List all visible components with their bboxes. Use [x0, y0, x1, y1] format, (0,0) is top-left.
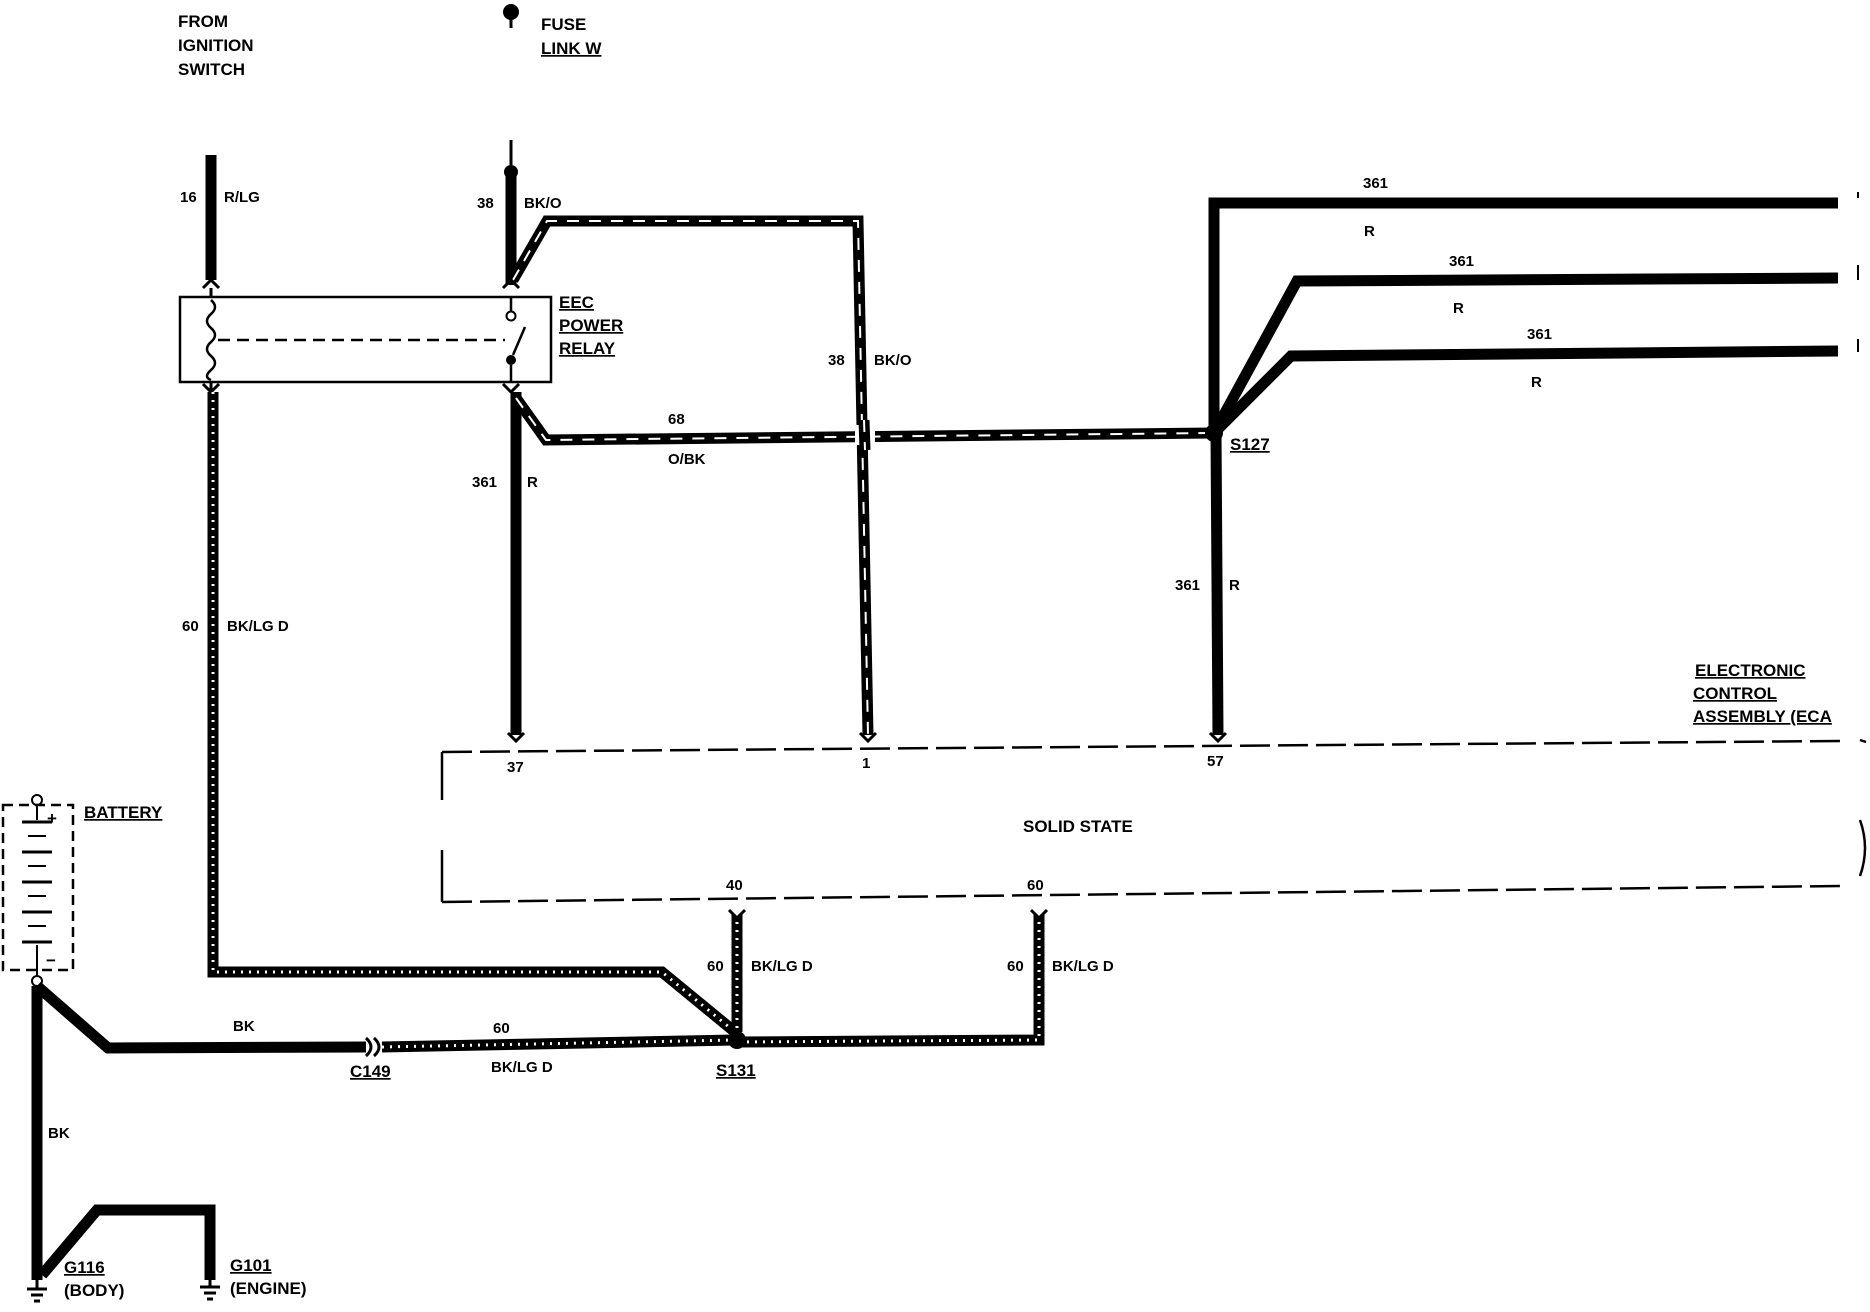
pin-60-label: 60: [1027, 877, 1044, 894]
wire-361-out1-circuit-label: 361: [1363, 175, 1388, 192]
battery-plus-sign: +: [47, 809, 57, 828]
battery-minus-sign: −: [46, 951, 56, 970]
wire-60-bklgd-pin60: [736, 908, 1049, 1048]
svg-text:FUSE: FUSE: [541, 15, 586, 34]
eca-label: ELECTRONIC CONTROL ASSEMBLY (ECA: [1693, 661, 1832, 726]
relay-coil: [201, 277, 221, 395]
splice-s131: [728, 1031, 746, 1049]
wire-60-pin60-circuit-label: 60: [1007, 958, 1024, 975]
svg-text:FROM: FROM: [178, 12, 228, 31]
pin-57-label: 57: [1207, 753, 1224, 770]
wire-361-out2-circuit-label: 361: [1449, 253, 1474, 270]
wire-bk-battery-label: BK: [233, 1018, 255, 1035]
wire-361-pin37-circuit-label: 361: [472, 474, 497, 491]
wire-38-bko-pin1: [508, 215, 874, 736]
wire-60-bklgd-pin40: [727, 908, 747, 1032]
wire-361-r-pin57: [1210, 432, 1224, 736]
svg-text:IGNITION: IGNITION: [178, 36, 254, 55]
wire-361-out3-circuit-label: 361: [1527, 326, 1552, 343]
wire-361-out1-color-label: R: [1364, 223, 1375, 240]
wire-60-pin60-color-label: BK/LG D: [1052, 958, 1114, 975]
splice-s131-label: S131: [716, 1061, 756, 1080]
solid-state-label: SOLID STATE: [1023, 817, 1133, 836]
pin-arrows-top: [506, 731, 1228, 744]
battery-symbol: [1, 794, 75, 987]
svg-text:LINK W: LINK W: [541, 39, 602, 58]
wire-60-c149-color-label: BK/LG D: [491, 1059, 553, 1076]
eca-outline: [440, 738, 1867, 904]
svg-text:SWITCH: SWITCH: [178, 60, 245, 79]
wire-361-r-out3: [1210, 345, 1839, 437]
svg-text:ELECTRONIC: ELECTRONIC: [1695, 661, 1806, 680]
wire-60-relay-color-label: BK/LG D: [227, 618, 289, 635]
wire-38-fuse-circuit-label: 38: [477, 195, 494, 212]
eec-power-relay-label: EEC POWER RELAY: [559, 293, 623, 358]
wire-38-pin1-circuit-label: 38: [828, 352, 845, 369]
ground-g116-label: G116: [64, 1258, 105, 1277]
wire-38-pin1-color-label: BK/O: [874, 352, 912, 369]
svg-text:RELAY: RELAY: [559, 339, 616, 358]
wire-60-bklgd-relay: [207, 392, 739, 1037]
svg-text:CONTROL: CONTROL: [1693, 684, 1777, 703]
battery-label: BATTERY: [84, 803, 163, 822]
wire-16-color-label: R/LG: [224, 189, 260, 206]
wire-68-color-label: O/BK: [668, 451, 706, 468]
wire-38-crossover: [858, 419, 871, 451]
wire-60-pin40-color-label: BK/LG D: [751, 958, 813, 975]
connector-c149-label: C149: [350, 1062, 391, 1081]
svg-text:EEC: EEC: [559, 293, 594, 312]
ground-g101-icon: [200, 1280, 220, 1301]
wire-361-pin37-color-label: R: [527, 474, 538, 491]
wire-68-circuit-label: 68: [668, 411, 685, 428]
ground-g116-icon: [27, 1280, 47, 1303]
wire-361-pin57-circuit-label: 361: [1175, 577, 1200, 594]
svg-text:ASSEMBLY (ECA: ASSEMBLY (ECA: [1693, 707, 1832, 726]
wire-361-out2-color-label: R: [1453, 300, 1464, 317]
pin-40-label: 40: [726, 877, 743, 894]
wire-16-circuit-label: 16: [180, 189, 197, 206]
wire-361-pin57-color-label: R: [1229, 577, 1240, 594]
wire-bk-ground-engine: [37, 1204, 216, 1280]
wire-60-bklgd-c149: [381, 1034, 736, 1053]
pin-37-label: 37: [507, 759, 524, 776]
splice-s127-label: S127: [1230, 435, 1270, 454]
wire-361-r-out2: [1209, 272, 1839, 436]
ground-g101-label: G101: [230, 1256, 272, 1275]
wire-60-c149-circuit-label: 60: [493, 1020, 510, 1037]
wire-bk-ground-label: BK: [48, 1125, 70, 1142]
from-ignition-switch-label: FROM IGNITION SWITCH: [178, 12, 254, 79]
fuse-link-w-label: FUSE LINK W: [541, 15, 602, 58]
ground-g101-location: (ENGINE): [230, 1279, 307, 1298]
wire-60-relay-circuit-label: 60: [182, 618, 199, 635]
wire-38-fuse-color-label: BK/O: [524, 195, 562, 212]
wire-361-r-out1: [1208, 197, 1838, 433]
ground-g116-location: (BODY): [64, 1281, 124, 1300]
wire-bk-battery-c149: [33, 981, 367, 1054]
wire-68-obk: [511, 394, 1213, 446]
connector-c149: [364, 1036, 381, 1058]
pin-1-label: 1: [862, 755, 870, 772]
svg-text:POWER: POWER: [559, 316, 623, 335]
wire-60-pin40-circuit-label: 60: [707, 958, 724, 975]
eec-power-relay-box: [178, 295, 553, 384]
wire-361-out3-color-label: R: [1531, 374, 1542, 391]
